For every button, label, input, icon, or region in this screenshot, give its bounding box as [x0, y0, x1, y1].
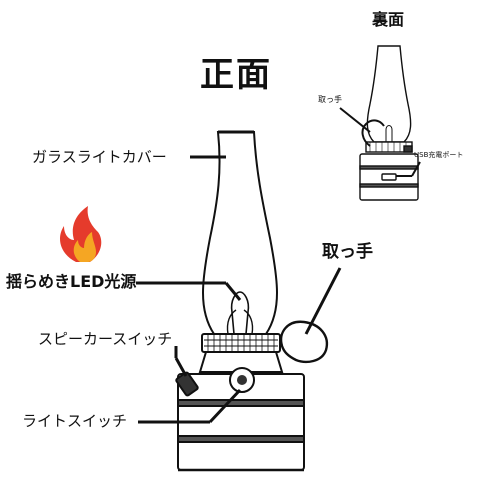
leader-speaker-2 — [174, 357, 188, 377]
label-light-switch: ライトスイッチ — [22, 412, 128, 430]
label-glass-cover: ガラスライトカバー — [32, 148, 167, 166]
flicker-led-bulb — [230, 291, 250, 335]
label-handle: 取っ手 — [322, 242, 373, 262]
front-lantern — [175, 130, 329, 472]
leader-usb-2 — [411, 161, 421, 177]
leader-back-handle — [339, 107, 371, 133]
label-back-handle: 取っ手 — [318, 95, 342, 104]
speaker-switch-knob — [175, 371, 199, 397]
back-lantern — [359, 45, 419, 201]
front-title: 正面 — [200, 55, 272, 95]
leader-light-2 — [208, 388, 242, 424]
glass-cover — [202, 131, 278, 335]
flame-icon — [60, 206, 102, 262]
label-usb-port: USB充電ポート — [414, 151, 464, 159]
back-title: 裏面 — [372, 10, 405, 29]
leader-led-2 — [224, 282, 242, 301]
label-flicker-led: 揺らめきLED光源 — [6, 272, 137, 291]
label-speaker-switch: スピーカースイッチ — [38, 330, 173, 348]
leader-handle — [304, 267, 342, 335]
front-handle — [279, 320, 329, 364]
